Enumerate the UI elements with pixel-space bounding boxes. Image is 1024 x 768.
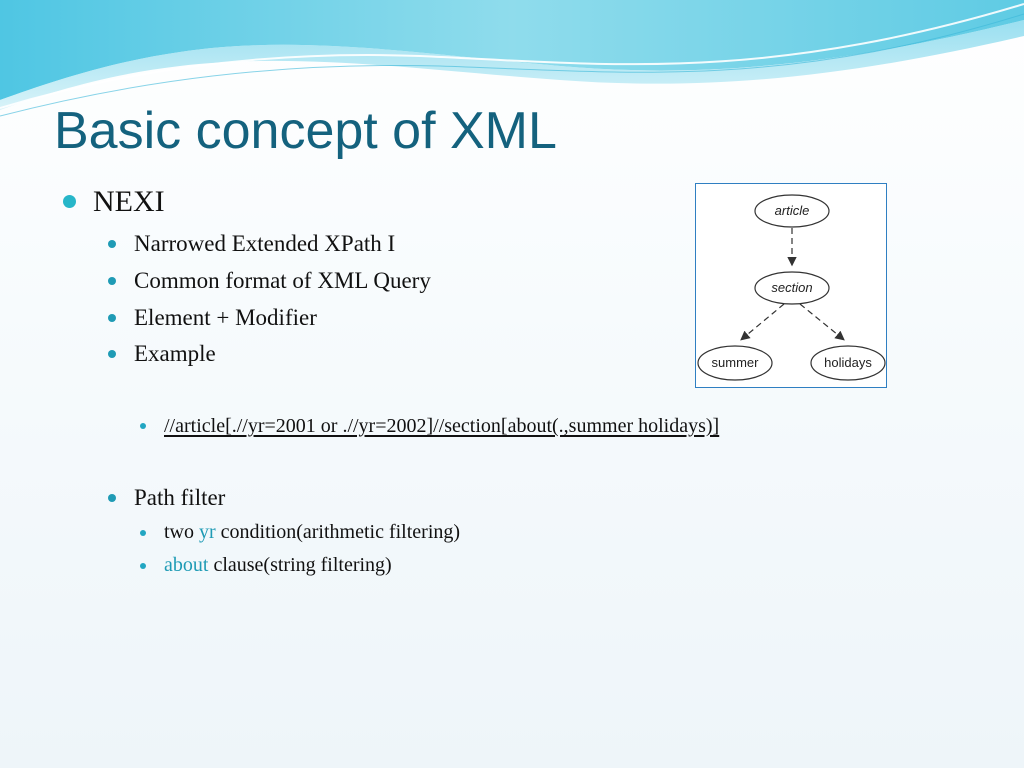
text-yr-rest: condition(arithmetic filtering)	[215, 521, 461, 543]
bullet-yr-condition: two yr condition(arithmetic filtering)	[164, 520, 460, 544]
header-wave-decoration	[0, 0, 1024, 117]
edge-section-summer	[740, 303, 785, 341]
node-summer	[697, 345, 773, 381]
node-label-section: section	[771, 280, 812, 295]
bullet-narrowed: Narrowed Extended XPath I	[134, 231, 396, 256]
text-two: two	[164, 521, 199, 543]
xml-tree-diagram: article section summer holidays	[695, 183, 887, 388]
bullet-dot	[140, 423, 146, 429]
bullet-element-modifier: Element + Modifier	[134, 305, 317, 330]
node-section	[754, 271, 830, 305]
edge-section-holidays	[799, 303, 845, 341]
keyword-yr: yr	[199, 521, 216, 543]
bullet-nexi: NEXI	[93, 185, 165, 218]
bullet-common-format: Common format of XML Query	[134, 268, 431, 293]
example-query: //article[.//yr=2001 or .//yr=2002]//sec…	[164, 415, 720, 437]
xml-tree-svg: article section summer holidays	[697, 194, 886, 381]
slide-title: Basic concept of XML	[54, 102, 557, 160]
bullet-dot	[140, 563, 146, 569]
node-label-article: article	[775, 203, 810, 218]
bullet-dot	[108, 350, 116, 358]
bullet-dot	[108, 494, 116, 502]
bullet-dot	[63, 195, 76, 208]
keyword-about: about	[164, 554, 209, 576]
node-article	[754, 194, 830, 228]
node-label-summer: summer	[712, 355, 760, 370]
node-label-holidays: holidays	[824, 355, 872, 370]
bullet-dot	[140, 530, 146, 536]
bullet-path-filter: Path filter	[134, 485, 226, 510]
node-holidays	[810, 345, 886, 381]
bullet-dot	[108, 240, 116, 248]
text-about-rest: clause(string filtering)	[208, 554, 392, 576]
bullet-dot	[108, 314, 116, 322]
bullet-dot	[108, 277, 116, 285]
bullet-example: Example	[134, 341, 216, 366]
bullet-about-clause: about clause(string filtering)	[164, 553, 392, 577]
